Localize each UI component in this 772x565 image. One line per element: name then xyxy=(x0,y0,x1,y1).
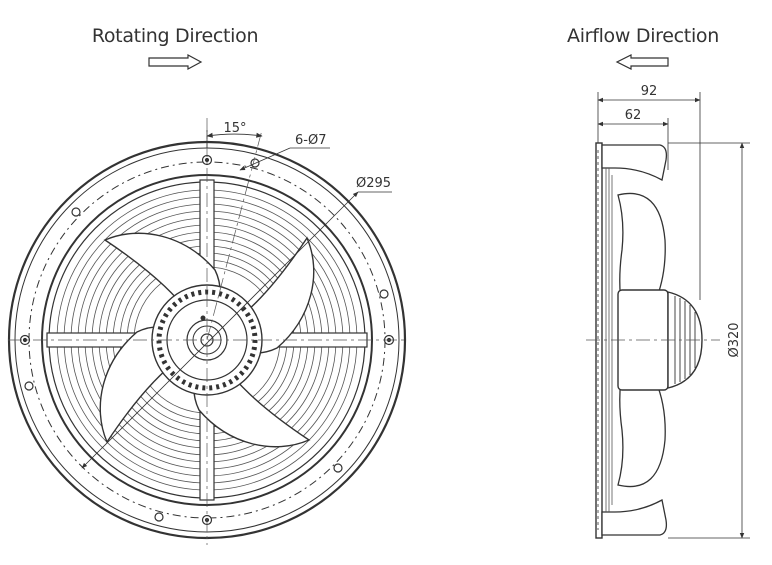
side-flange xyxy=(595,142,603,539)
holes-dimension: 6-Ø7 xyxy=(239,133,330,171)
front-view: Rotating Direction xyxy=(7,25,407,545)
diameter-dimension: Ø320 xyxy=(668,142,750,539)
depth-dimensions: 92 62 xyxy=(597,84,701,300)
depth-overall-label: 92 xyxy=(641,84,658,99)
depth-flange-label: 62 xyxy=(625,108,642,123)
angle-label: 15° xyxy=(223,121,246,136)
holes-label: 6-Ø7 xyxy=(295,133,326,148)
diameter-label: Ø320 xyxy=(727,322,742,357)
bolt-circle-label: Ø295 xyxy=(356,176,391,191)
airflow-direction-label: Airflow Direction xyxy=(567,25,719,47)
arrow-left-icon xyxy=(615,54,669,70)
side-motor xyxy=(617,289,703,391)
side-venturi xyxy=(601,144,668,536)
angle-dimension: 15° xyxy=(206,121,263,148)
rotating-direction-label: Rotating Direction xyxy=(92,25,258,47)
arrow-right-icon xyxy=(148,53,203,71)
side-view: Airflow Direction 92 62 xyxy=(567,25,750,539)
bolt-circle-dimension: Ø295 xyxy=(81,176,392,469)
